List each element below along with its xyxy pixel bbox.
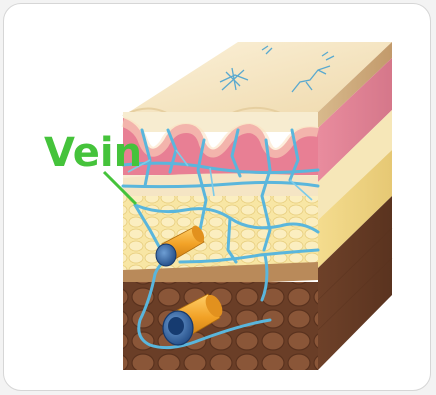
vein-label: Vein: [44, 130, 142, 176]
front-muscle-layer: [123, 282, 318, 370]
front-epidermis: [123, 112, 318, 132]
